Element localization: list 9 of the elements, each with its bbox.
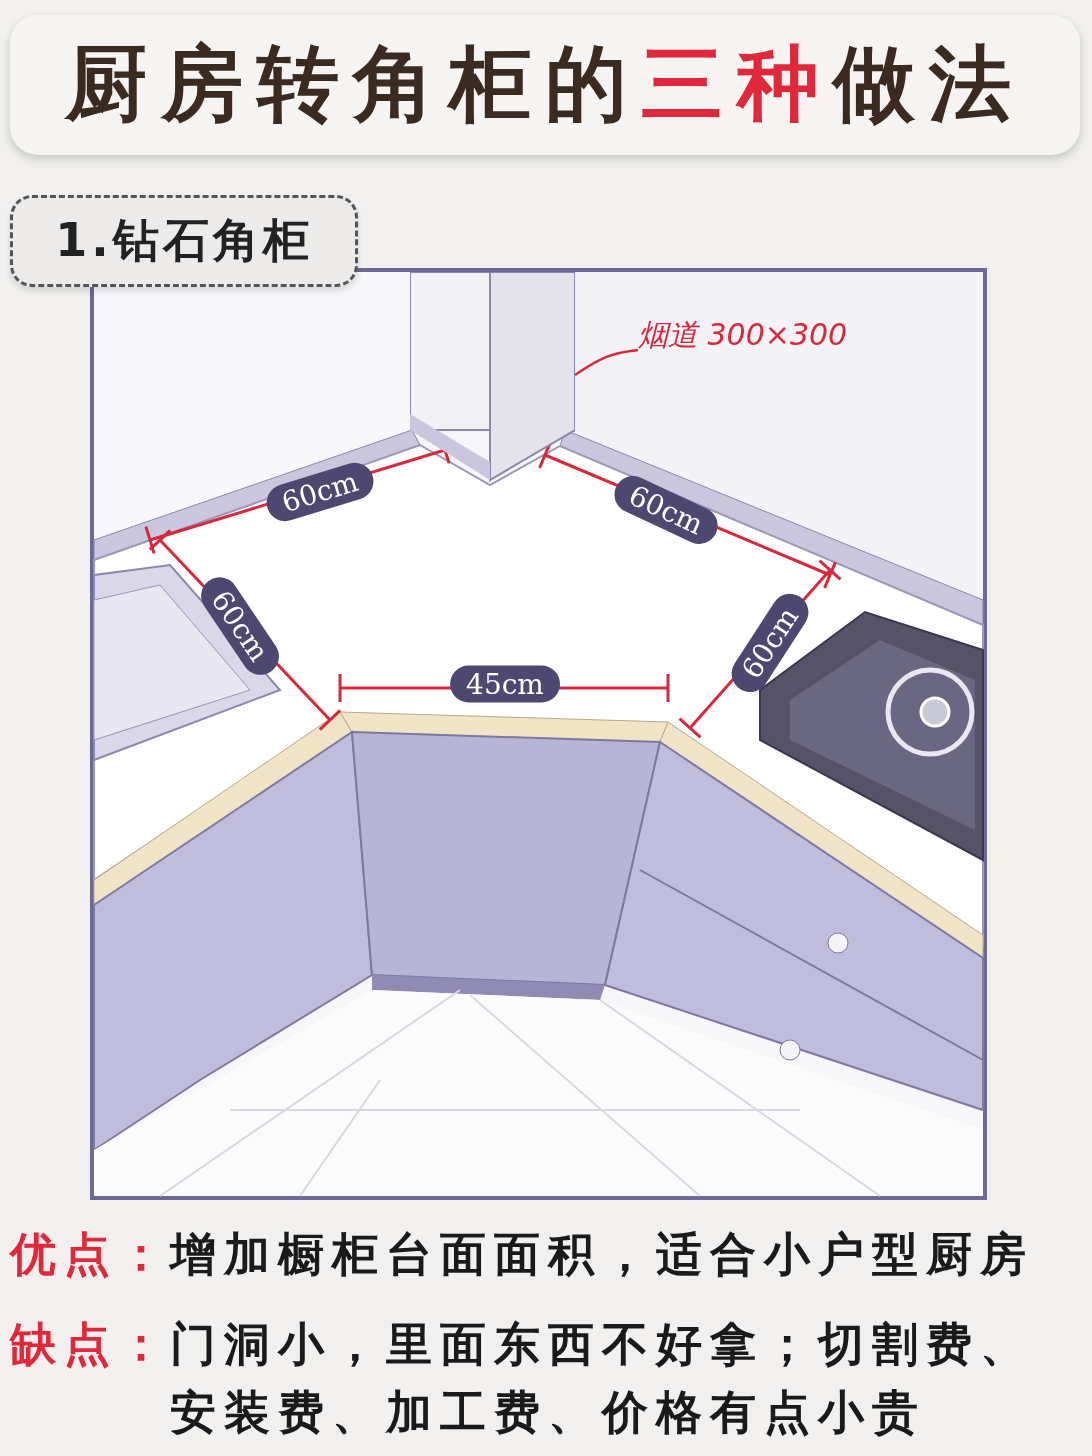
annotation-text: 烟道 300×300 bbox=[638, 312, 848, 358]
pros-text: 增加橱柜台面面积，适合小户型厨房 bbox=[170, 1226, 1035, 1283]
leader-line bbox=[574, 348, 639, 377]
cons-text: 门洞小，里面东西不好拿；切割费、安装费、加工费、价格有点小贵 bbox=[170, 1316, 1035, 1441]
section-tab: 1.钻石角柜 bbox=[10, 195, 358, 287]
flue-column bbox=[410, 272, 575, 484]
dimension-label: 45cm bbox=[450, 665, 560, 703]
title: 厨房转角柜的三种做法 bbox=[65, 35, 1025, 133]
cons-label: 缺点： bbox=[10, 1316, 173, 1373]
